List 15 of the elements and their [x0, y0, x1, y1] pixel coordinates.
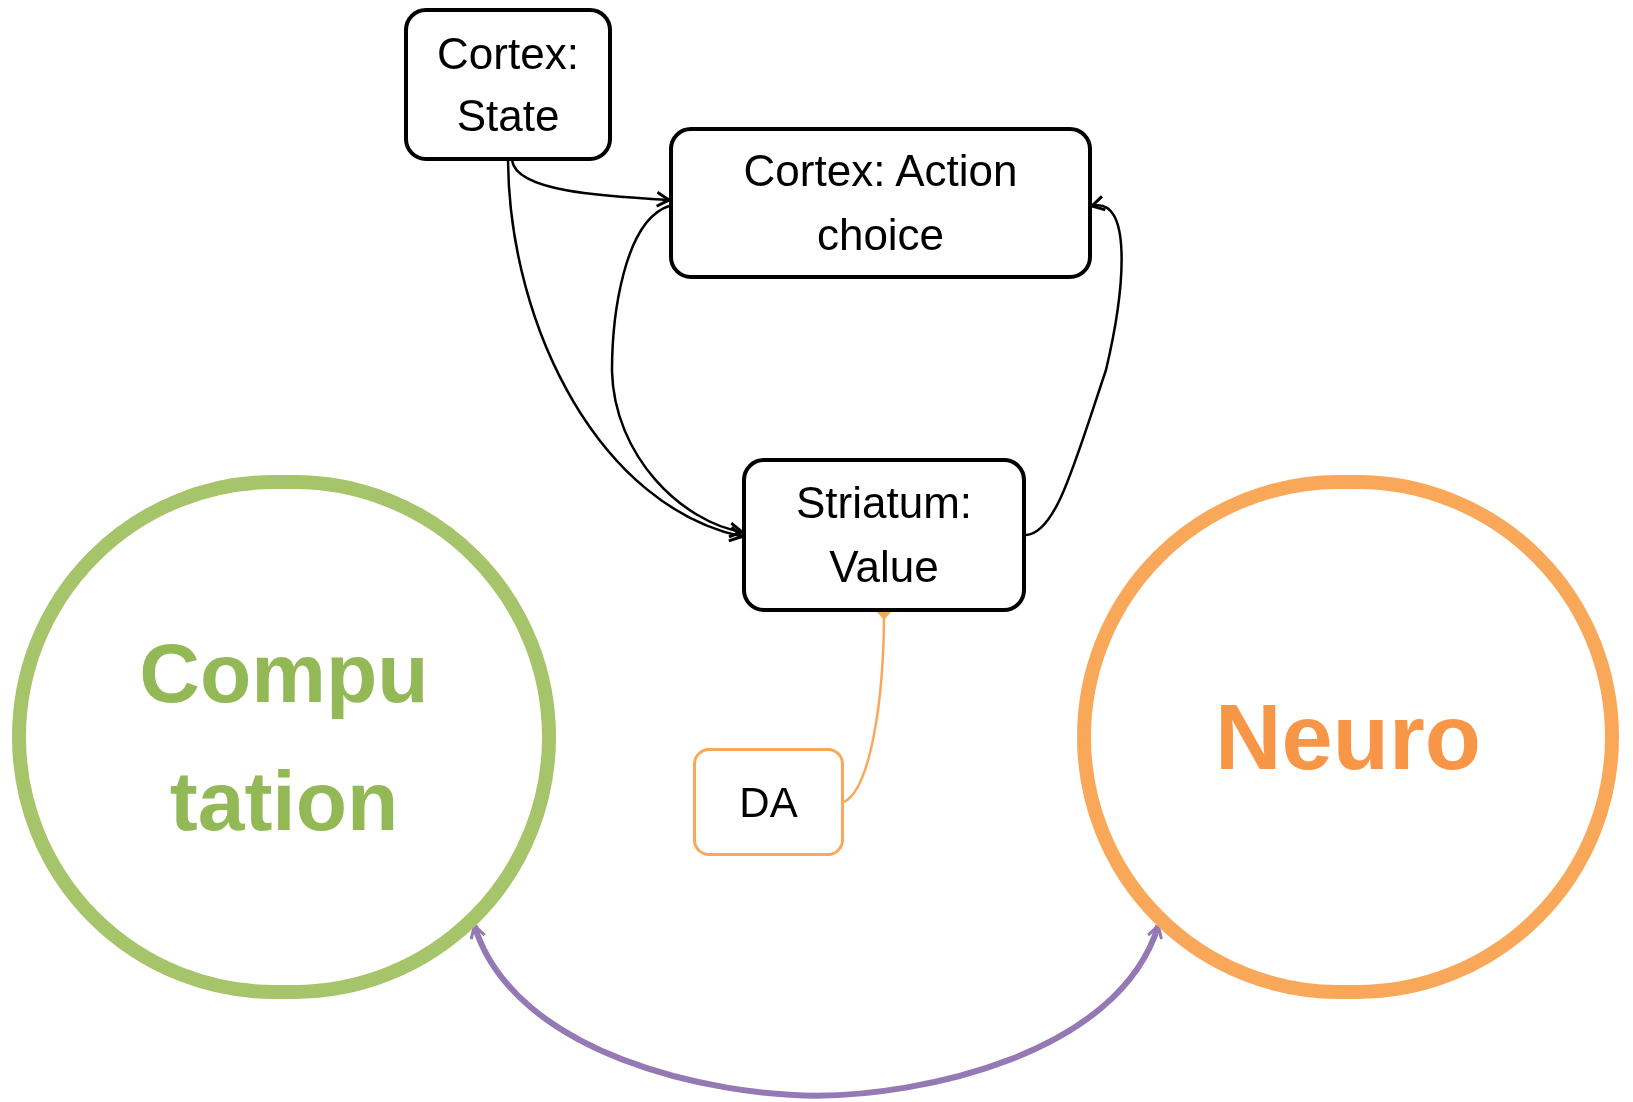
- node-label: Neuro: [1215, 685, 1481, 790]
- arrow: [1025, 196, 1123, 537]
- process-box: [742, 458, 1026, 612]
- node-label: Cortex: State: [436, 27, 580, 142]
- arrow: [610, 204, 744, 538]
- process-box: [693, 748, 844, 856]
- process-box: [669, 127, 1092, 279]
- node-label: DA: [739, 777, 798, 828]
- node-label: Cortex: Action choice: [742, 145, 1019, 261]
- arrow: [471, 924, 1162, 1099]
- node-label: Compu tation: [138, 625, 430, 850]
- arrow: [511, 160, 671, 208]
- process-box: [404, 8, 612, 161]
- node-label: Striatum: Value: [794, 477, 973, 593]
- arrow: [506, 160, 744, 542]
